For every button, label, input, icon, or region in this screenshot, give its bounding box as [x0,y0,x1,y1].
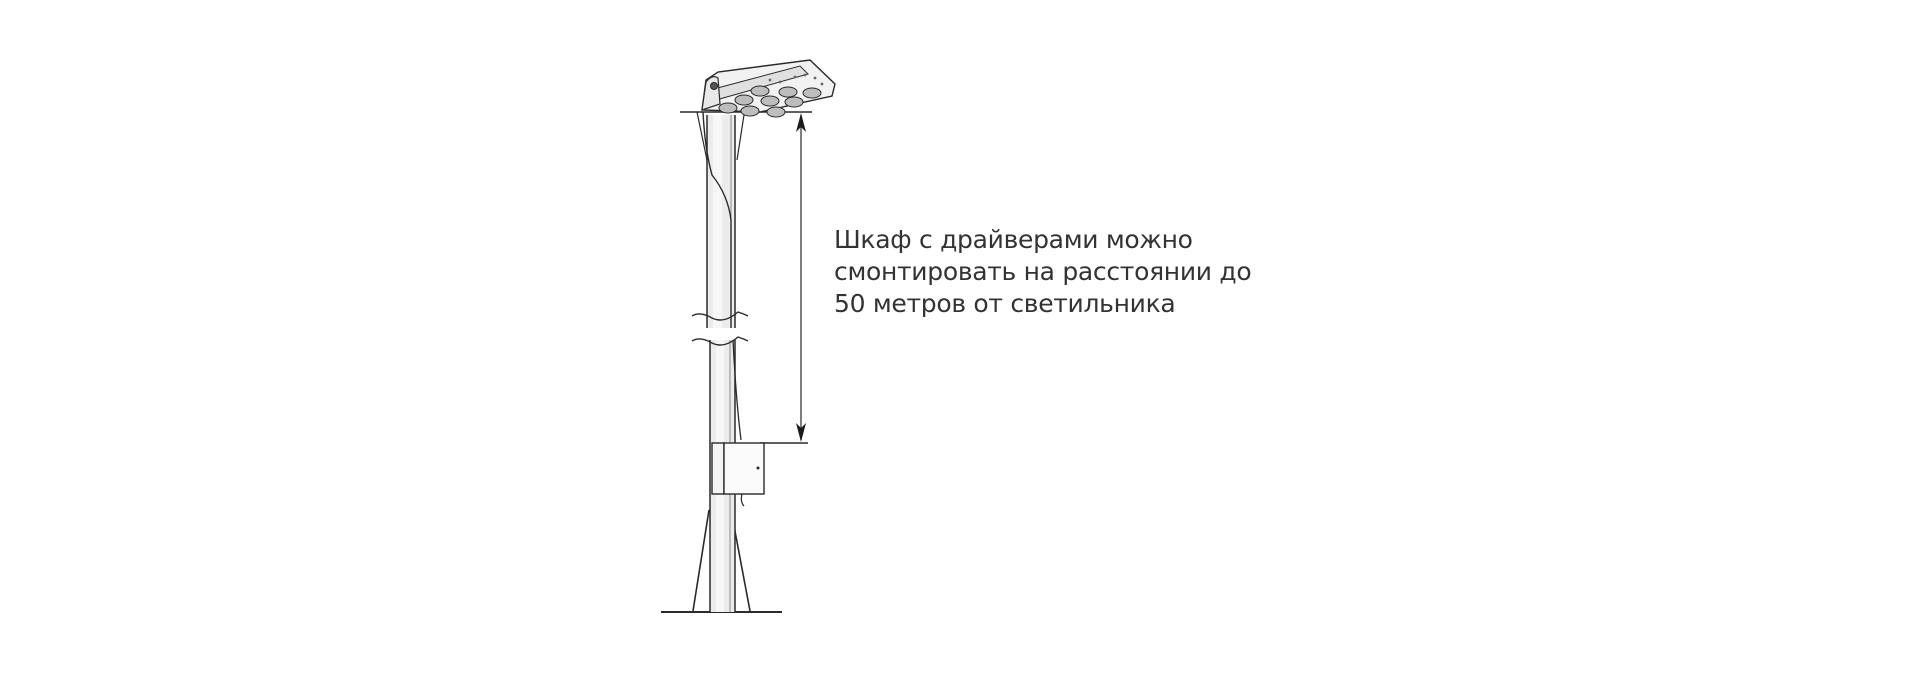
pole-upper [696,111,745,328]
led-floodlight-icon [680,59,836,118]
driver-cabinet [711,442,765,495]
caption-line-1: Шкаф с драйверами можно [834,225,1193,254]
pole-break-marks [691,311,749,346]
caption-line-2: смонтировать на расстоянии до [834,257,1252,286]
distance-arrow [760,113,808,444]
caption-line-3: 50 метров от светильника [834,289,1176,318]
caption-text: Шкаф с драйверами можно смонтировать на … [834,224,1252,320]
